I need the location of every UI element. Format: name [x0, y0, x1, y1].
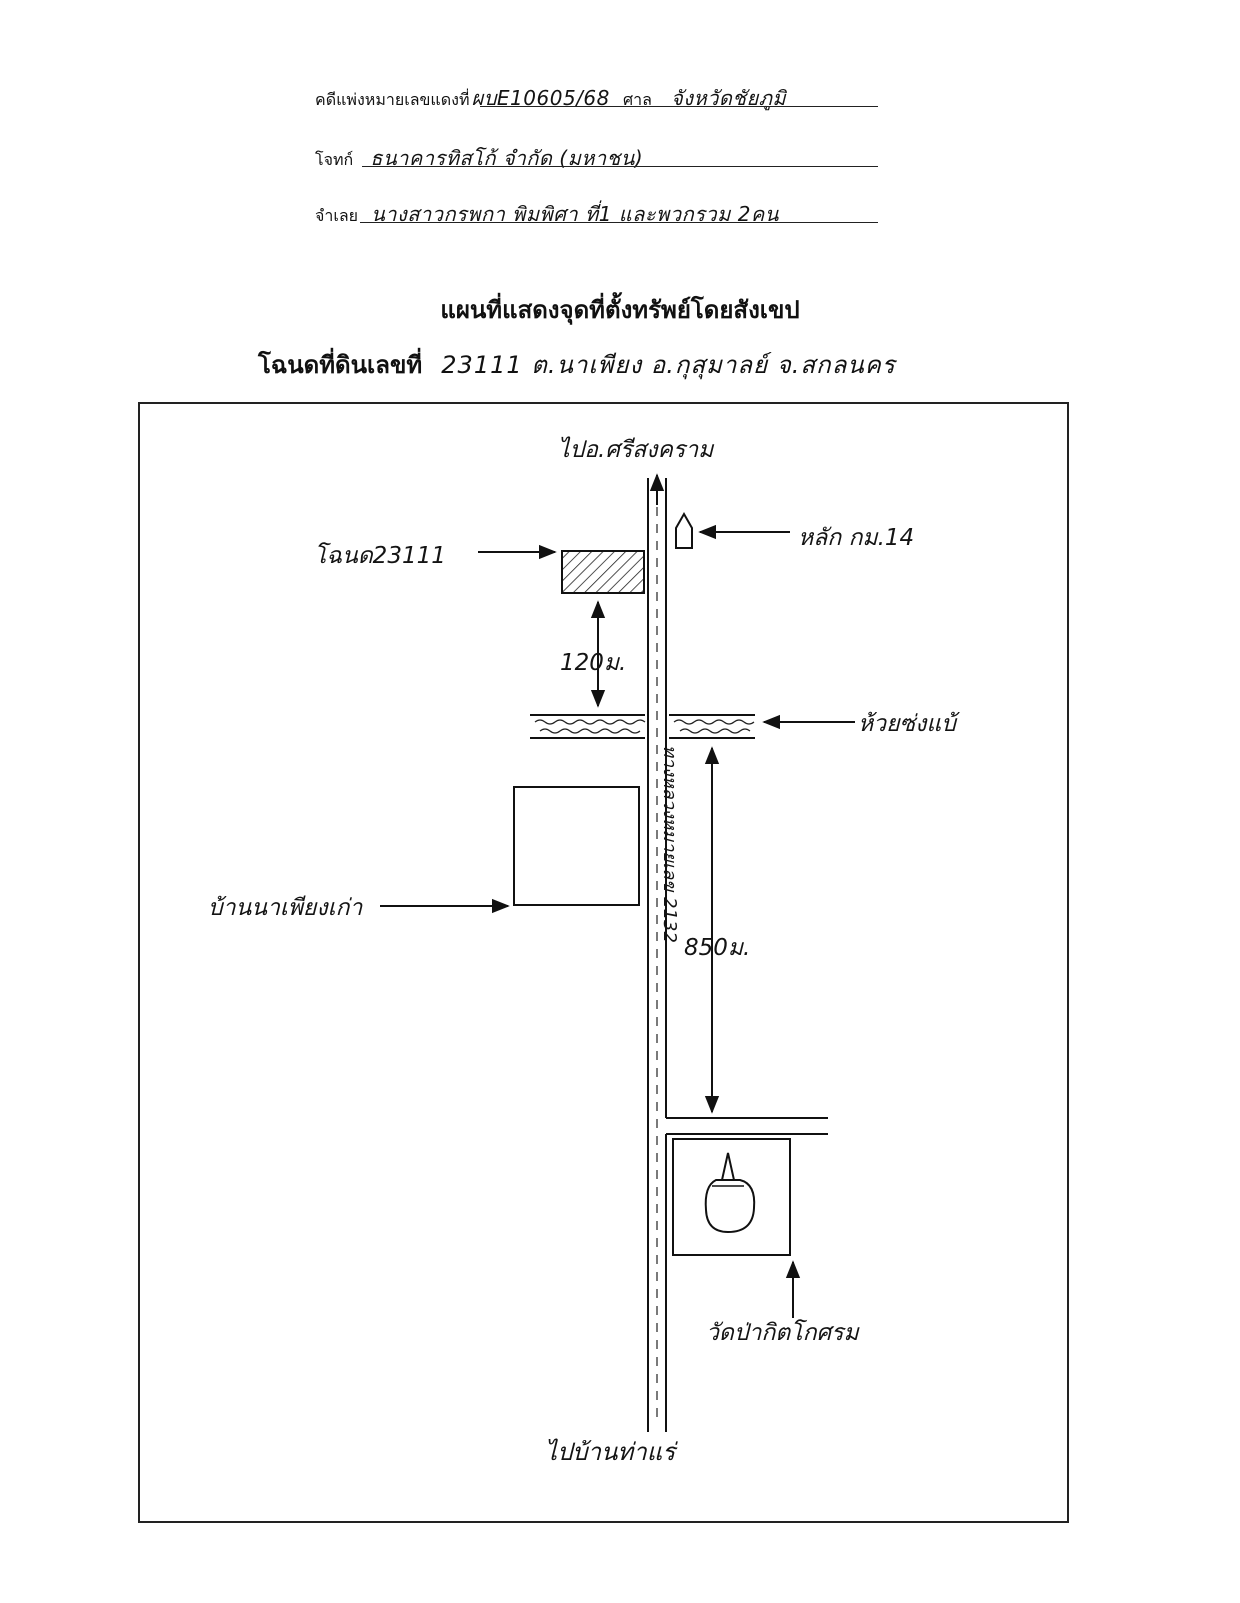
defendant-underline [360, 222, 878, 223]
map-title: แผนที่แสดงจุดที่ตั้งทรัพย์โดยสังเขป [440, 295, 800, 324]
case-label: คดีแพ่งหมายเลขแดงที่ [315, 90, 470, 109]
defendant-label: จำเลย [315, 206, 359, 225]
stream-crossing [530, 714, 755, 739]
highway-road [647, 473, 667, 1432]
plaintiff-label: โจทก์ [315, 150, 354, 169]
deed-parcel [561, 550, 645, 594]
plaintiff-underline [362, 166, 878, 167]
side-road [666, 1117, 828, 1135]
court-label: ศาล [622, 90, 652, 109]
village-label: บ้านนาเพียงเก่า [208, 895, 363, 921]
case-number-underline [480, 106, 878, 107]
north-destination-label: ไปอ.ศรีสงคราม [558, 437, 714, 463]
map-frame [138, 402, 1069, 1523]
deed-label: โฉนดที่ดินเลขที่ [258, 350, 423, 379]
village-block [513, 786, 640, 906]
stream-label: ห้วยซ่งแบ้ [858, 711, 956, 737]
km-marker-label: หลัก กม.14 [798, 525, 915, 551]
deed-info: 23111 ต.นาเพียง อ.กุสุมาลย์ จ.สกลนคร [441, 351, 896, 379]
temple-label: วัดป่ากิตโกศรม [706, 1320, 859, 1346]
km-post-icon [675, 511, 693, 549]
distance-north-label: 120ม. [560, 650, 627, 676]
south-destination-label: ไปบ้านท่าแร่ [545, 1438, 676, 1466]
deed-marker-label: โฉนด23111 [314, 543, 446, 569]
deed-info-row: โฉนดที่ดินเลขที่ 23111 ต.นาเพียง อ.กุสุม… [258, 345, 896, 384]
temple-icon [704, 1152, 756, 1234]
distance-south-label: 850ม. [684, 935, 751, 961]
temple-block [672, 1138, 791, 1256]
road-label: ทางหลวงหมายเลข 2132 [659, 745, 680, 943]
